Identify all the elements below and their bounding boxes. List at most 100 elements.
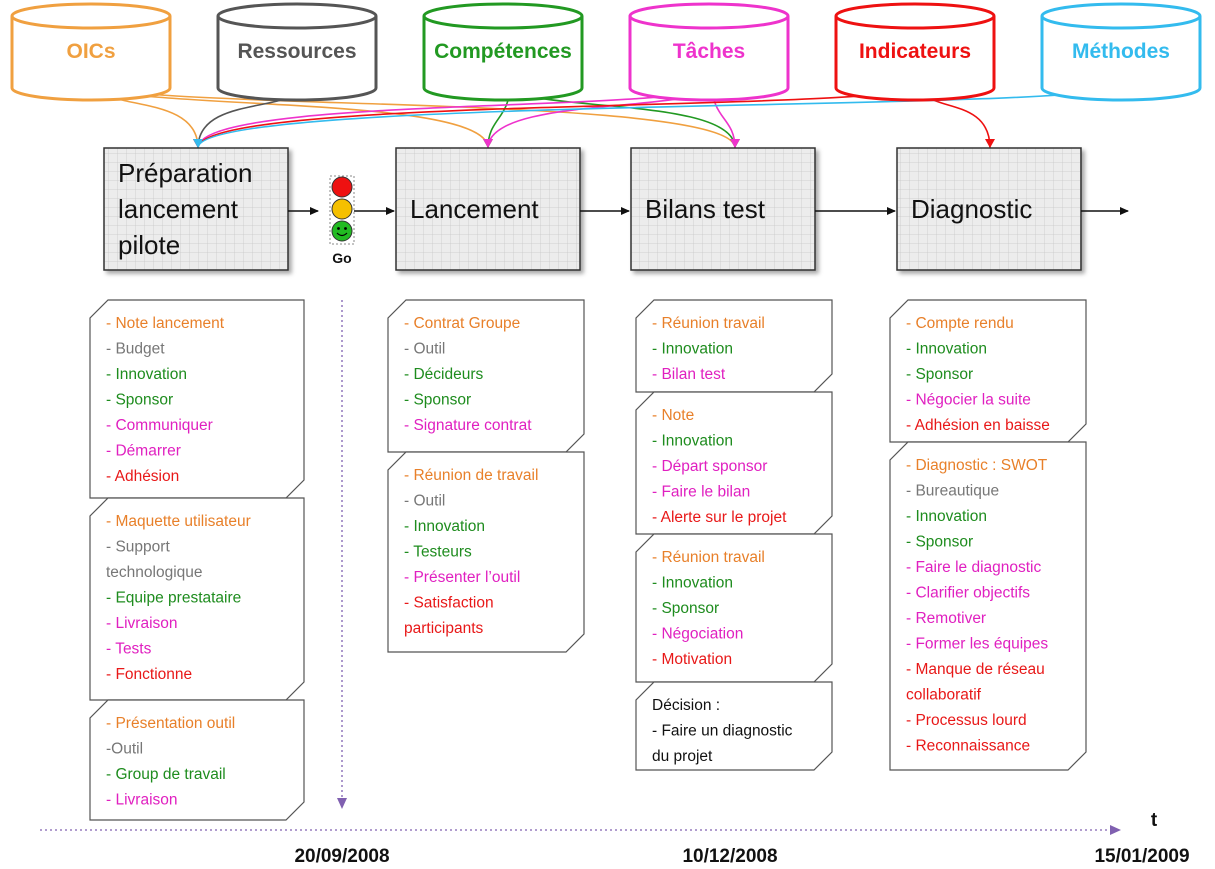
database-label: Compétences (434, 40, 572, 63)
note-line: participants (404, 620, 484, 637)
note-line: - Sponsor (404, 392, 471, 409)
cylinder-body (422, 16, 584, 102)
note-line: Décision : (652, 697, 720, 714)
traffic-light: Go (329, 175, 355, 266)
cylinder-top (1040, 2, 1202, 30)
note-line: - Négocier la suite (906, 392, 1031, 409)
database-label: OICs (66, 40, 115, 63)
note-card: - Réunion de travail- Outil- Innovation-… (387, 451, 585, 653)
note-line: - Group de travail (106, 766, 226, 783)
note-line: - Note lancement (106, 315, 225, 332)
note-line: du projet (652, 748, 713, 765)
timeline-date: 15/01/2009 (1094, 846, 1189, 867)
connector-arrowhead (985, 139, 995, 148)
note-line: - Signature contrat (404, 417, 532, 434)
stage-box (630, 147, 816, 271)
note-card: Décision : - Faire un diagnostic du projet (635, 681, 833, 771)
note-line: - Faire le bilan (652, 484, 750, 501)
note-line: - Innovation (652, 433, 733, 450)
green-smiley-light (331, 220, 353, 242)
note-card: - Contrat Groupe- Outil- Décideurs- Spon… (387, 299, 585, 453)
note-line: - Sponsor (906, 534, 973, 551)
note-line: - Remotiver (906, 610, 986, 627)
cylinder-body (1040, 16, 1202, 102)
note-card: - Maquette utilisateur - Support technolog… (89, 497, 305, 701)
note-card: - Réunion travail- Innovation- Sponsor- … (635, 533, 833, 683)
note-line: - Livraison (106, 792, 178, 809)
connector-arrowhead (483, 139, 493, 148)
stage-label: Préparation (118, 158, 252, 188)
note-card-border (89, 699, 305, 821)
note-line: - Innovation (906, 508, 987, 525)
note-line: - Innovation (906, 341, 987, 358)
stage-diagnostic: Diagnostic (896, 147, 1082, 271)
note-line: - Motivation (652, 651, 732, 668)
note-line: - Maquette utilisateur (106, 513, 251, 530)
note-line: - Faire un diagnostic (652, 723, 793, 740)
note-line: - Bilan test (652, 366, 726, 383)
note-card: - Présentation outil-Outil- Group de tra… (89, 699, 305, 821)
note-card-border (387, 451, 585, 653)
database-label: Méthodes (1072, 40, 1170, 63)
note-line: - Présenter l’outil (404, 569, 520, 586)
note-card: - Diagnostic : SWOT- Bureautique- Innova… (889, 441, 1087, 771)
note-line: - Réunion travail (652, 549, 765, 566)
note-line: - Adhésion (106, 468, 179, 485)
note-line: - Innovation (652, 575, 733, 592)
note-line: - Réunion travail (652, 315, 765, 332)
timeline-date: 20/09/2008 (294, 846, 389, 867)
note-line: - Communiquer (106, 417, 213, 434)
note-card: - Réunion travail - Innovation - Bilan tes… (635, 299, 833, 393)
stage-box (395, 147, 581, 271)
red-light (331, 176, 353, 198)
note-line: -Outil (106, 741, 143, 758)
database-row: OICs Ressources Compétences Tâches Indicateu… (10, 2, 1202, 102)
stage-label: lancement (118, 194, 239, 224)
connector-arrowhead (193, 139, 203, 148)
connector-arrowhead (730, 139, 740, 148)
note-line: - Démarrer (106, 443, 181, 460)
note-line: - Note (652, 407, 694, 424)
note-line: - Innovation (652, 341, 733, 358)
note-line: - Testeurs (404, 544, 472, 561)
cylinder-body (834, 16, 996, 102)
database-label: Tâches (673, 40, 745, 63)
stage-label: Bilans test (645, 194, 766, 224)
note-line: - Outil (404, 493, 445, 510)
database-indicateurs: Indicateurs (834, 2, 996, 102)
cylinder-top (834, 2, 996, 30)
note-line: - Processus lourd (906, 712, 1027, 729)
note-line: - Sponsor (106, 392, 173, 409)
database-taches: Tâches (628, 2, 790, 102)
stage-bilans-test: Bilans test (630, 147, 816, 271)
note-line: - Sponsor (906, 366, 973, 383)
note-line: collaboratif (906, 687, 982, 704)
note-line: - Alerte sur le projet (652, 509, 787, 526)
note-line: - Manque de réseau (906, 661, 1045, 678)
note-line: - Former les équipes (906, 636, 1048, 653)
note-line: - Innovation (404, 518, 485, 535)
database-label: Ressources (237, 40, 356, 63)
note-line: technologique (106, 564, 203, 581)
note-line: - Adhésion en baisse (906, 417, 1050, 434)
go-label: Go (332, 250, 351, 266)
notes-area: - Note lancement- Budget- Innovation- Sp… (89, 299, 1087, 821)
note-line: - Support (106, 539, 170, 556)
database-methodes: Méthodes (1040, 2, 1202, 102)
note-line: - Tests (106, 641, 152, 658)
note-card: - Compte rendu- Innovation- Sponsor- Nég… (889, 299, 1087, 443)
stage-label: Diagnostic (911, 194, 1032, 224)
database-oics: OICs (10, 2, 172, 102)
cylinder-top (10, 2, 172, 30)
stage-box (103, 147, 289, 271)
note-line: - Outil (404, 341, 445, 358)
cylinder-body (10, 16, 172, 102)
note-card-border (635, 681, 833, 771)
note-line: - Equipe prestataire (106, 590, 241, 607)
cylinder-top (422, 2, 584, 30)
note-line: - Négociation (652, 626, 743, 643)
time-axis-label: t (1151, 810, 1158, 831)
note-line: - Clarifier objectifs (906, 585, 1030, 602)
note-line: - Départ sponsor (652, 458, 767, 475)
